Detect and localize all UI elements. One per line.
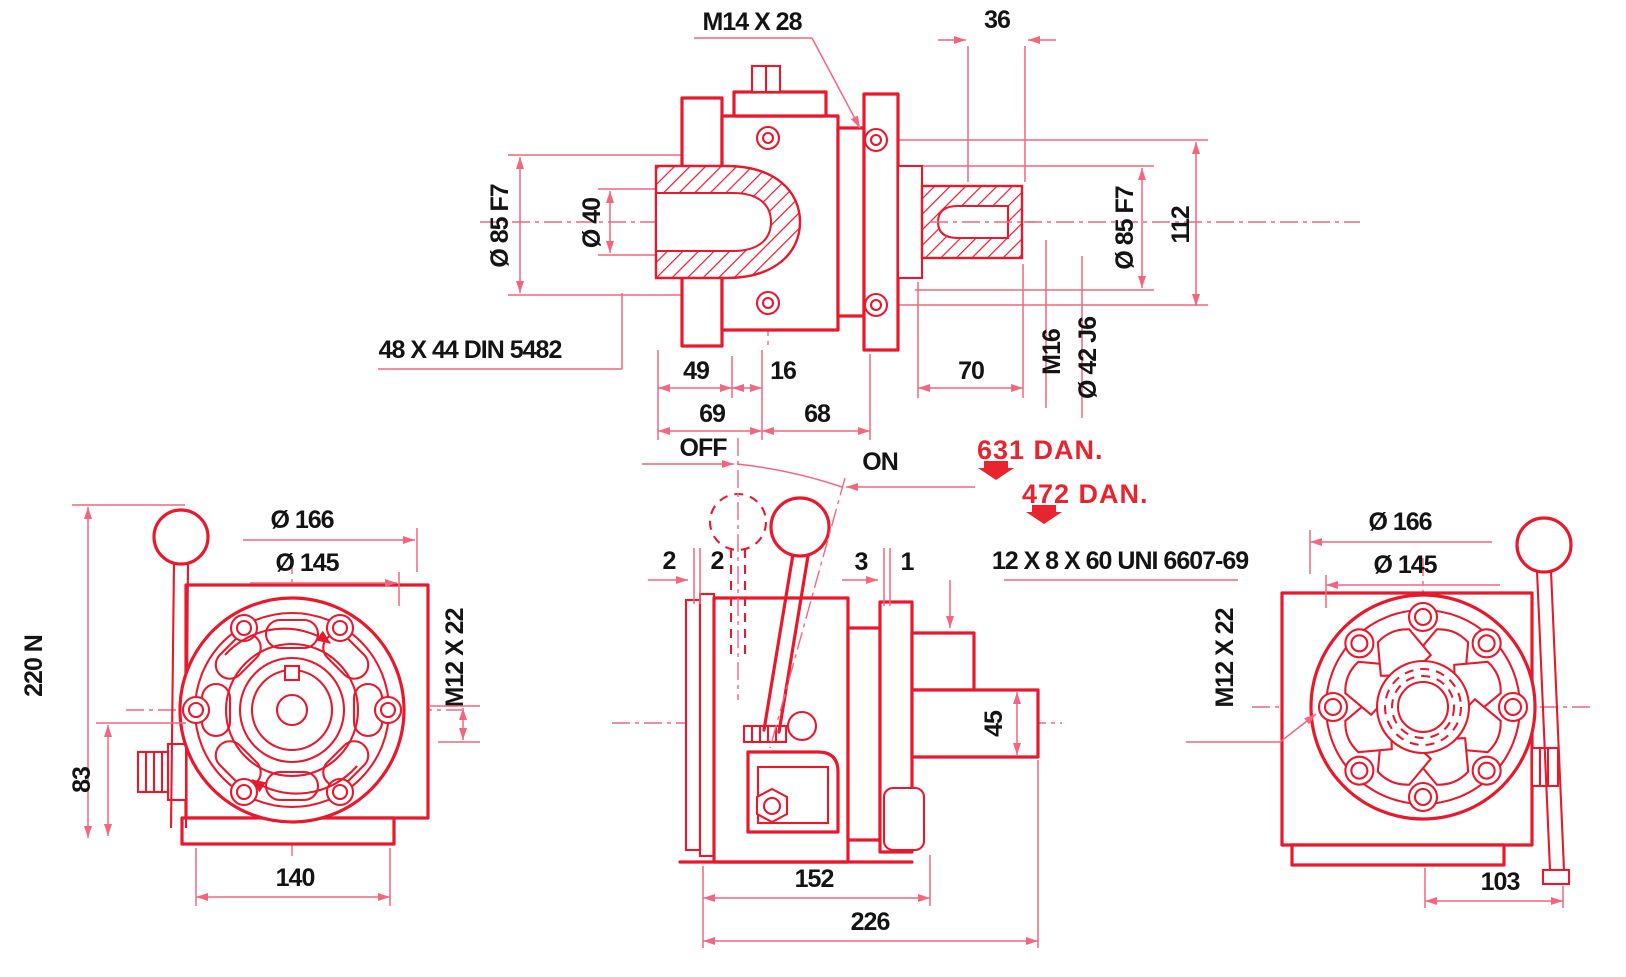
input-spline-bore [654, 191, 773, 253]
label-off: OFF [680, 434, 728, 462]
dim-label-36: 36 [984, 6, 1010, 34]
dim-label-m14x28: M14 X 28 [702, 8, 802, 36]
force-down-arrow-472-icon [1026, 505, 1062, 524]
dim-label-103: 103 [1481, 868, 1520, 896]
dim-label-front-dia145: Ø 145 [275, 549, 339, 577]
label-on: ON [862, 448, 898, 476]
dim-label-dia40: Ø 40 [578, 198, 606, 248]
output-spigot [896, 164, 924, 280]
label-force-631dan: 631 DAN. [977, 435, 1104, 465]
view-rear-flange: Ø 166 Ø 145 M12 X 22 103 [1186, 508, 1592, 908]
side-shift-lever-on[interactable] [762, 496, 831, 734]
dim-label-140: 140 [276, 864, 315, 892]
label-pos-1: 1 [901, 548, 915, 576]
dim-label-49: 49 [683, 357, 709, 385]
dim-label-45: 45 [980, 710, 1008, 737]
front-hub-bore [275, 693, 309, 727]
dim-label-83: 83 [68, 767, 96, 793]
side-shift-lever-off-phantom [708, 438, 846, 749]
output-flange-inner [836, 126, 866, 318]
side-output-shaft [910, 688, 1040, 759]
dim-label-dia85-right: Ø 85 F7 [1111, 186, 1139, 269]
front-hub-keyway [283, 664, 301, 682]
dim-label-rear-dia166: Ø 166 [1368, 508, 1431, 536]
front-lever-ball-knob[interactable] [152, 508, 210, 566]
dim-label-68: 68 [804, 400, 831, 428]
label-pos-2a: 2 [663, 547, 676, 575]
rear-hub-bore [1396, 680, 1450, 734]
rear-base-plate [1290, 843, 1506, 867]
side-coupling-collar [910, 631, 976, 692]
dim-label-dia85-left: Ø 85 F7 [486, 184, 514, 267]
side-neck [846, 626, 882, 842]
rear-flange-bolt-holes [1317, 601, 1529, 813]
side-flange-foot [882, 786, 926, 852]
dim-label-front-dia166: Ø 166 [270, 506, 333, 534]
dim-label-220n: 220 N [20, 635, 48, 697]
note-label-key-uni6607: 12 X 8 X 60 UNI 6607-69 [992, 547, 1248, 575]
dim-label-rear-dia145: Ø 145 [1373, 551, 1437, 579]
dim-label-69: 69 [699, 400, 725, 428]
dim-label-front-m12x22: M12 X 22 [441, 608, 469, 707]
rotation-arrow-top-icon [224, 627, 331, 656]
side-hex-nut [755, 787, 789, 824]
dim-label-70: 70 [958, 357, 984, 385]
view-top-section: M14 X 28 36 Ø 85 F7 Ø 40 Ø 85 F7 112 49 … [378, 6, 1360, 440]
label-pos-3: 3 [855, 548, 868, 576]
dim-label-112: 112 [1167, 206, 1195, 243]
front-flange-slots [200, 618, 384, 802]
dim-label-16: 16 [770, 357, 796, 385]
view-side-lever: OFF ON 631 DAN. 472 DAN. 2 2 3 1 12 X 8 … [612, 434, 1249, 948]
dim-label-rear-m12x22: M12 X 22 [1211, 608, 1239, 707]
dim-label-dia42j6: Ø 42 J6 [1074, 317, 1102, 399]
view-front-flange: 220 N 83 Ø 166 Ø 145 M12 X 22 140 [20, 504, 480, 906]
side-selector-box [746, 750, 840, 834]
label-force-472dan: 472 DAN. [1022, 479, 1149, 509]
force-down-arrow-631-icon [978, 461, 1014, 480]
side-pivot-hole [786, 710, 818, 742]
side-lever-ball-knob[interactable] [769, 496, 831, 558]
front-flange-bolt-holes [181, 613, 403, 807]
rear-shift-lever[interactable] [1515, 516, 1573, 886]
front-side-stub-shaft [136, 750, 170, 794]
rear-lever-ball-knob[interactable] [1515, 516, 1573, 574]
section-bolt-holes [755, 125, 889, 318]
dim-label-226: 226 [851, 908, 890, 936]
label-pos-2b: 2 [711, 547, 724, 575]
rotation-arrow-bottom-icon [251, 765, 358, 795]
note-label-spline-din5482: 48 X 44 DIN 5482 [379, 336, 562, 364]
dim-label-m16: M16 [1038, 329, 1066, 375]
dim-label-152: 152 [795, 865, 834, 893]
